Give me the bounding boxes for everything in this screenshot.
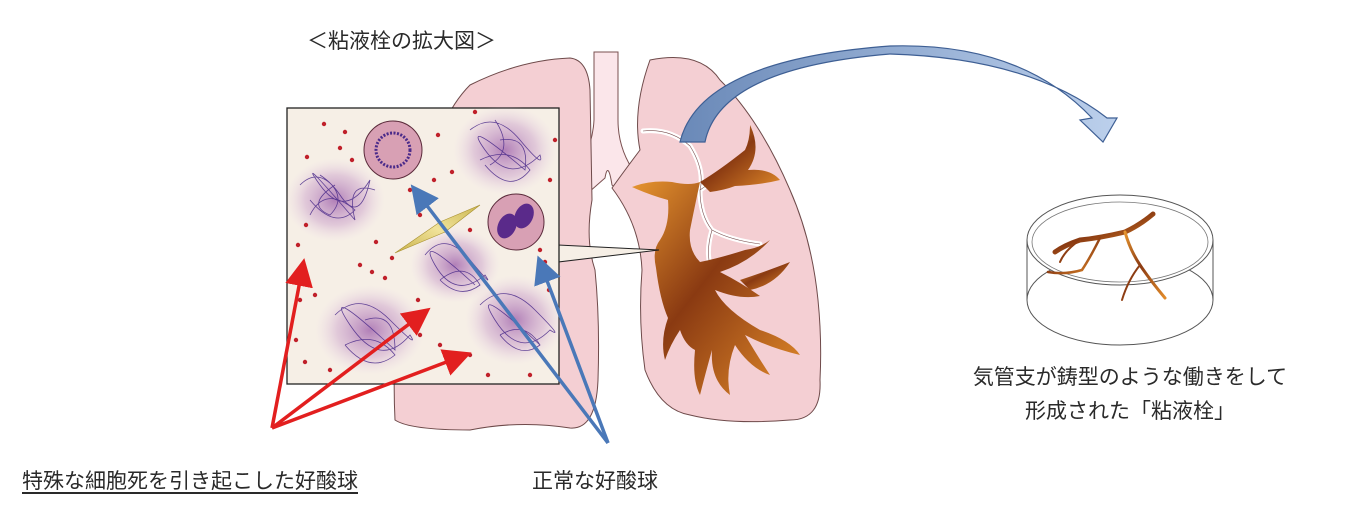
petri-dish bbox=[1026, 194, 1214, 346]
charcot-leyden-crystal bbox=[394, 204, 481, 254]
inset-title: ＜粘液栓の拡大図＞ bbox=[307, 29, 496, 53]
mucus-plug-caption: 気管支が鋳型のような働きをして 形成された「粘液栓」 bbox=[930, 360, 1330, 428]
inset-magnified-view bbox=[285, 105, 565, 385]
red-pointer-arrows bbox=[270, 258, 472, 430]
caption-line-1: 気管支が鋳型のような働きをして bbox=[972, 365, 1288, 389]
curved-arrow bbox=[679, 45, 1119, 143]
mucus-plug-cast bbox=[1046, 211, 1167, 301]
label-dead-eosinophils: 特殊な細胞死を引き起こした好酸球 bbox=[22, 469, 358, 493]
blue-pointer-arrows bbox=[410, 184, 610, 445]
caption-line-2: 形成された「粘液栓」 bbox=[1025, 399, 1235, 423]
label-normal-eosinophils: 正常な好酸球 bbox=[532, 469, 658, 493]
normal-eosinophil-1 bbox=[363, 120, 423, 180]
mucus-plug-in-bronchi bbox=[632, 125, 800, 395]
normal-eosinophil-2 bbox=[487, 193, 545, 251]
lung-right bbox=[611, 57, 822, 423]
